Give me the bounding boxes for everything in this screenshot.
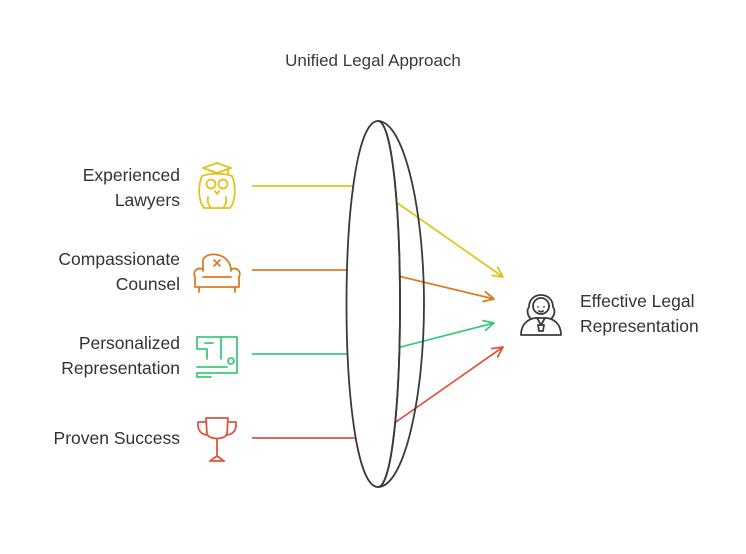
- lens-shape: [345, 120, 425, 488]
- label-personalized-representation: Personalized Representation: [0, 331, 180, 381]
- label-line: Compassionate: [58, 249, 180, 269]
- label-line: Lawyers: [114, 190, 180, 210]
- label-line: Proven Success: [53, 428, 180, 448]
- label-effective-legal-representation: Effective Legal Representation: [580, 289, 740, 339]
- label-experienced-lawyers: Experienced Lawyers: [0, 163, 180, 213]
- armchair-icon: [193, 253, 241, 293]
- label-line: Representation: [61, 358, 180, 378]
- label-compassionate-counsel: Compassionate Counsel: [0, 247, 180, 297]
- owl-graduate-icon: [198, 162, 236, 209]
- judge-icon: [520, 294, 562, 336]
- label-line: Representation: [580, 316, 699, 336]
- label-proven-success: Proven Success: [0, 426, 180, 451]
- trophy-icon: [196, 417, 238, 462]
- diagram-title: Unified Legal Approach: [285, 51, 461, 70]
- label-line: Effective Legal: [580, 291, 695, 311]
- label-line: Experienced: [82, 165, 180, 185]
- label-line: Personalized: [78, 333, 180, 353]
- label-line: Counsel: [115, 274, 180, 294]
- sewing-machine-icon: [196, 336, 238, 378]
